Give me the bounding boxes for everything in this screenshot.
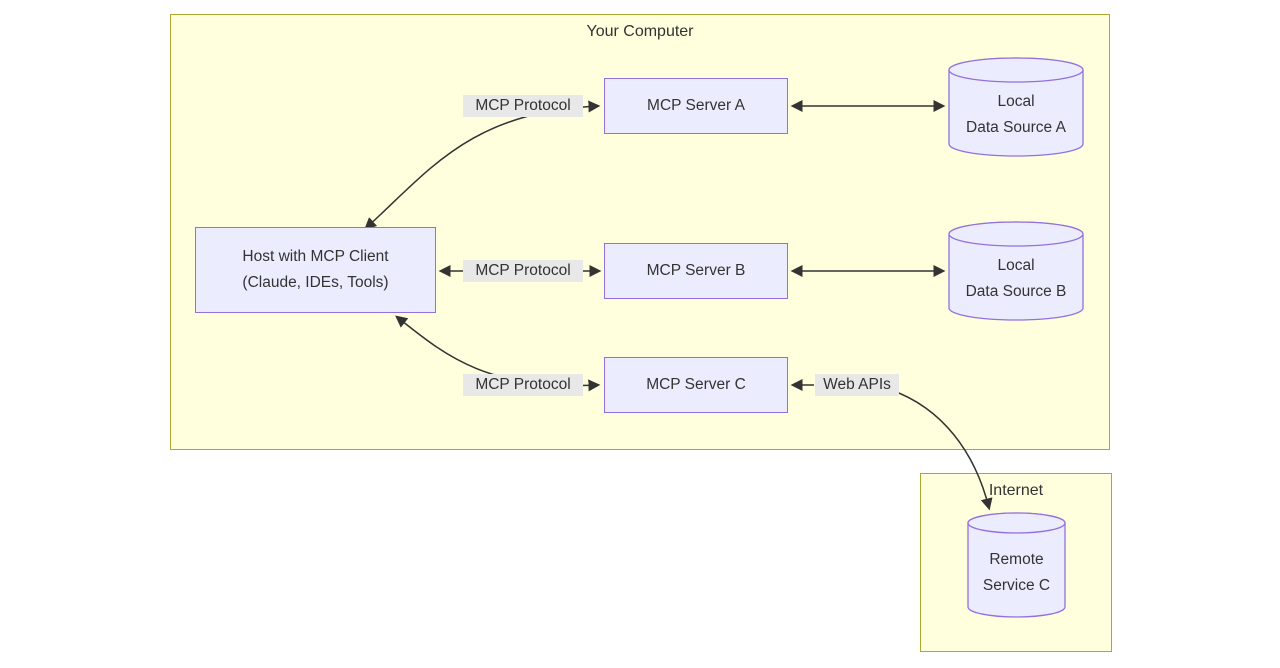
host-node: Host with MCP Client (Claude, IDEs, Tool… — [195, 227, 436, 313]
mcp-server-a-label: MCP Server A — [647, 97, 745, 114]
mcp-server-c-label: MCP Server C — [646, 376, 746, 393]
edge-label-mcp-protocol-a: MCP Protocol — [463, 95, 583, 117]
internet-label: Internet — [988, 482, 1044, 499]
cylinder-shape — [967, 512, 1066, 618]
local-data-source-b-line1: Local — [997, 257, 1035, 274]
host-label-line2: (Claude, IDEs, Tools) — [242, 274, 389, 291]
edge-label-mcp-protocol-c: MCP Protocol — [463, 374, 583, 396]
remote-service-c-line2: Service C — [982, 577, 1051, 594]
host-label-line1: Host with MCP Client — [242, 248, 389, 265]
edge-label-mcp-protocol-b: MCP Protocol — [463, 260, 583, 282]
local-data-source-b-node: Local Data Source B — [948, 221, 1084, 321]
local-data-source-a-line1: Local — [997, 93, 1035, 110]
cylinder-shape — [948, 221, 1084, 321]
your-computer-label: Your Computer — [586, 23, 694, 40]
local-data-source-a-line2: Data Source A — [966, 119, 1066, 136]
mcp-server-b-node: MCP Server B — [604, 243, 788, 299]
remote-service-c-line1: Remote — [989, 551, 1044, 568]
local-data-source-a-node: Local Data Source A — [948, 57, 1084, 157]
edge-label-web-apis: Web APIs — [815, 374, 899, 396]
mcp-server-c-node: MCP Server C — [604, 357, 788, 413]
remote-service-c-node: Remote Service C — [967, 512, 1066, 618]
local-data-source-b-line2: Data Source B — [965, 283, 1067, 300]
cylinder-shape — [948, 57, 1084, 157]
mcp-server-b-label: MCP Server B — [646, 262, 746, 279]
mcp-server-a-node: MCP Server A — [604, 78, 788, 134]
